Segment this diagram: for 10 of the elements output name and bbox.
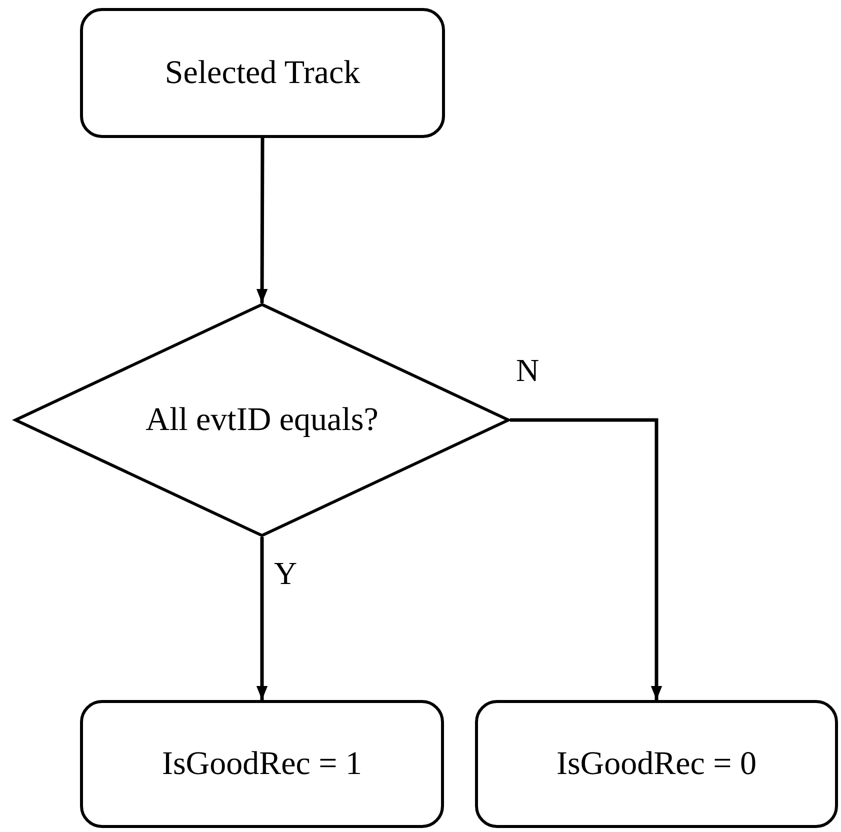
arrow — [256, 537, 268, 700]
node-text: IsGoodRec = 1 — [162, 746, 362, 782]
process-box — [80, 8, 445, 138]
node-text: All evtID equals? — [146, 402, 378, 438]
node-text: Selected Track — [164, 54, 360, 92]
arrow — [256, 138, 268, 303]
process-box — [475, 700, 838, 828]
arrow — [510, 418, 662, 700]
node-text: IsGoodRec = 0 — [556, 746, 757, 782]
process-box — [80, 700, 444, 828]
